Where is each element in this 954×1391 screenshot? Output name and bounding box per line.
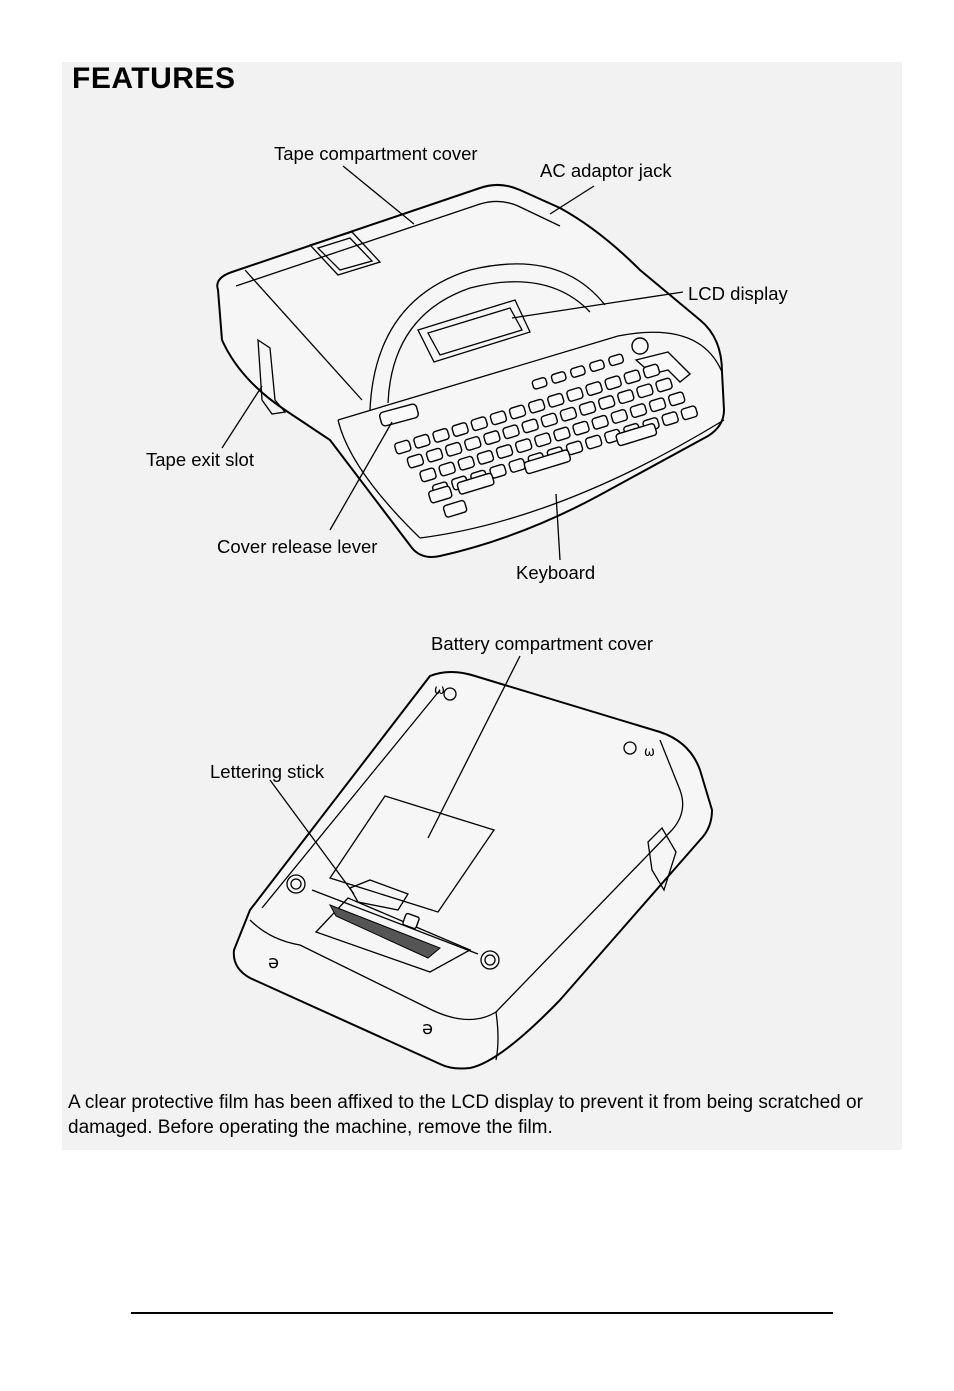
label-tape-compartment-cover: Tape compartment cover — [274, 143, 478, 164]
footer-rule — [131, 1312, 833, 1314]
label-lcd-display: LCD display — [688, 283, 788, 304]
svg-text:ω: ω — [644, 745, 655, 760]
keyboard-keys — [394, 353, 699, 518]
label-printer-top-view — [216, 165, 726, 561]
protective-film-note: A clear protective film has been affixed… — [68, 1092, 863, 1138]
label-battery-compartment-cover: Battery compartment cover — [431, 633, 653, 654]
svg-text:ə: ə — [422, 1018, 433, 1039]
label-lettering-stick: Lettering stick — [210, 761, 325, 782]
label-printer-bottom-view: ω ω ə ə — [232, 655, 714, 1070]
label-cover-release-lever: Cover release lever — [217, 536, 377, 557]
svg-text:ω: ω — [434, 683, 445, 698]
page-title: FEATURES — [72, 62, 236, 95]
svg-text:ə: ə — [268, 952, 279, 973]
label-ac-adaptor-jack: AC adaptor jack — [540, 160, 672, 181]
label-tape-exit-slot: Tape exit slot — [146, 449, 254, 470]
label-keyboard: Keyboard — [516, 562, 595, 583]
